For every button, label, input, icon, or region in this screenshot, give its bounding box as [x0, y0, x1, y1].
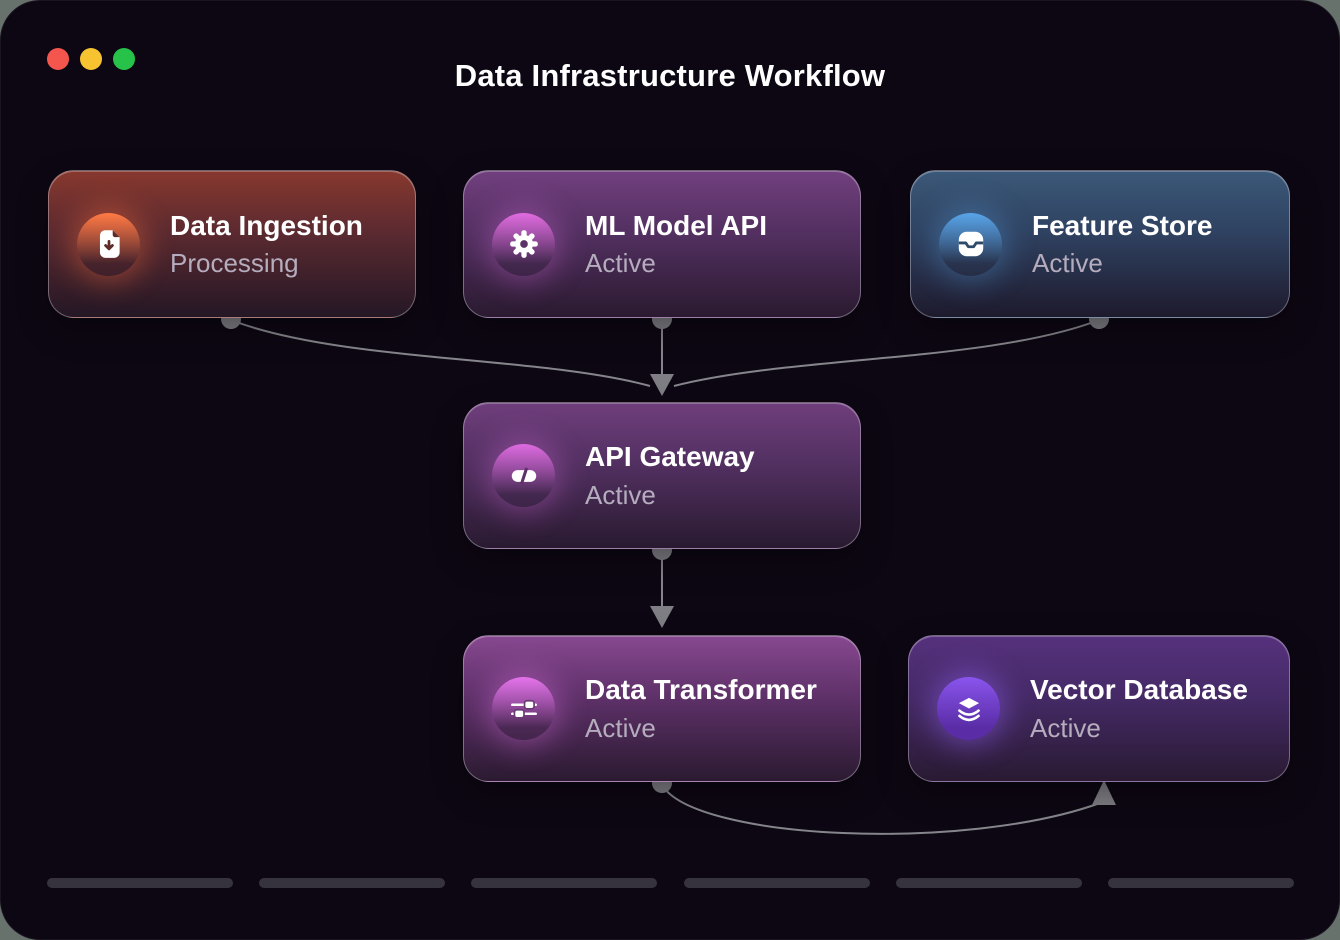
link-icon [511, 466, 536, 485]
window-controls [47, 48, 135, 70]
node-status: Active [585, 248, 656, 279]
placeholder-bar [471, 878, 658, 888]
placeholder-bar [1107, 878, 1294, 888]
icon-orb [492, 212, 555, 276]
edge-ingestion-gateway [230, 319, 651, 387]
placeholder-bar [259, 878, 446, 888]
placeholder-bar [47, 878, 233, 888]
icon-orb [937, 677, 1000, 740]
node-data-transformer[interactable]: Data Transformer Active [463, 635, 861, 782]
node-data-ingestion[interactable]: Data Ingestion Processing [48, 170, 416, 318]
edge-feature-gateway [673, 319, 1100, 387]
node-title: Feature Store [1032, 209, 1213, 241]
node-ml-model-api[interactable]: ML Model API Active [463, 170, 861, 318]
arrowhead-into-vector [1092, 780, 1116, 805]
minimize-button[interactable] [80, 48, 102, 70]
icon-orb [77, 212, 140, 276]
node-feature-store[interactable]: Feature Store Active [910, 170, 1290, 318]
skeleton-bar-row [47, 878, 1294, 888]
node-status: Active [585, 712, 656, 743]
file-download-icon [99, 230, 120, 258]
layers-icon [957, 697, 980, 721]
icon-orb [492, 677, 555, 740]
node-vector-database[interactable]: Vector Database Active [908, 635, 1290, 782]
node-status: Processing [170, 248, 299, 279]
page-title: Data Infrastructure Workflow [454, 58, 886, 93]
node-title: API Gateway [585, 441, 755, 473]
placeholder-bar [683, 878, 870, 888]
node-title: Data Transformer [585, 674, 817, 706]
node-status: Active [585, 479, 656, 510]
node-api-gateway[interactable]: API Gateway Active [463, 402, 861, 549]
tray-icon [958, 231, 983, 257]
node-title: ML Model API [585, 209, 767, 241]
node-title: Vector Database [1030, 674, 1248, 706]
arrowhead-into-transformer [650, 606, 674, 628]
close-button[interactable] [47, 48, 69, 70]
arrowhead-into-gateway [650, 374, 674, 396]
placeholder-bar [895, 878, 1082, 888]
node-status: Active [1030, 712, 1101, 743]
edge-transformer-vector [661, 784, 1101, 835]
node-status: Active [1032, 248, 1103, 279]
icon-orb [492, 444, 555, 507]
gear-icon [509, 230, 538, 258]
icon-orb [939, 212, 1002, 276]
sliders-icon [510, 699, 537, 719]
zoom-button[interactable] [113, 48, 135, 70]
node-title: Data Ingestion [170, 209, 363, 241]
